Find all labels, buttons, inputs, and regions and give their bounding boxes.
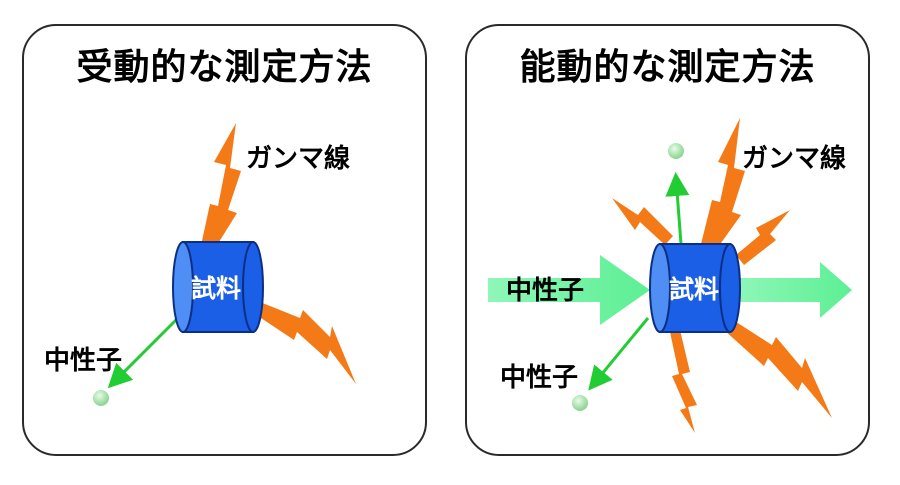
- gamma-ray-upper-left: [612, 198, 673, 245]
- transmitted-neutron-beam: [735, 262, 852, 318]
- gamma-ray-up: [200, 123, 241, 250]
- neutron-arrow: [107, 318, 178, 389]
- gamma-label: ガンマ線: [246, 144, 351, 174]
- sample-label-active: 試料: [669, 275, 719, 304]
- incident-neutron-label: 中性子: [506, 276, 584, 306]
- passive-method-panel: [22, 24, 427, 456]
- neutron-label: 中性子: [44, 346, 123, 376]
- gamma-ray-lower-left: [670, 330, 697, 433]
- neutron-label-active: 中性子: [500, 363, 579, 393]
- active-method-title: 能動的な測定方法: [519, 47, 816, 88]
- gamma-label-active: ガンマ線: [742, 144, 847, 174]
- scattered-neutron-arrow-up: [665, 172, 690, 245]
- passive-method-title: 受動的な測定方法: [76, 47, 373, 88]
- gamma-ray-lower-right: [724, 318, 832, 418]
- sample-label: 試料: [191, 274, 241, 303]
- neutron-particle: [93, 390, 109, 406]
- incident-neutron-beam: [488, 255, 650, 325]
- gamma-ray-right: [252, 300, 356, 384]
- gamma-ray-top: [700, 118, 745, 250]
- scattered-neutron-particle-down: [572, 395, 588, 411]
- sample-cylinder-active: 試料: [649, 243, 741, 333]
- sample-cylinder: 試料: [172, 241, 264, 333]
- scattered-neutron-arrow-down: [588, 317, 650, 391]
- scattered-neutron-particle-up: [668, 143, 684, 159]
- gamma-ray-upper-right: [736, 210, 790, 265]
